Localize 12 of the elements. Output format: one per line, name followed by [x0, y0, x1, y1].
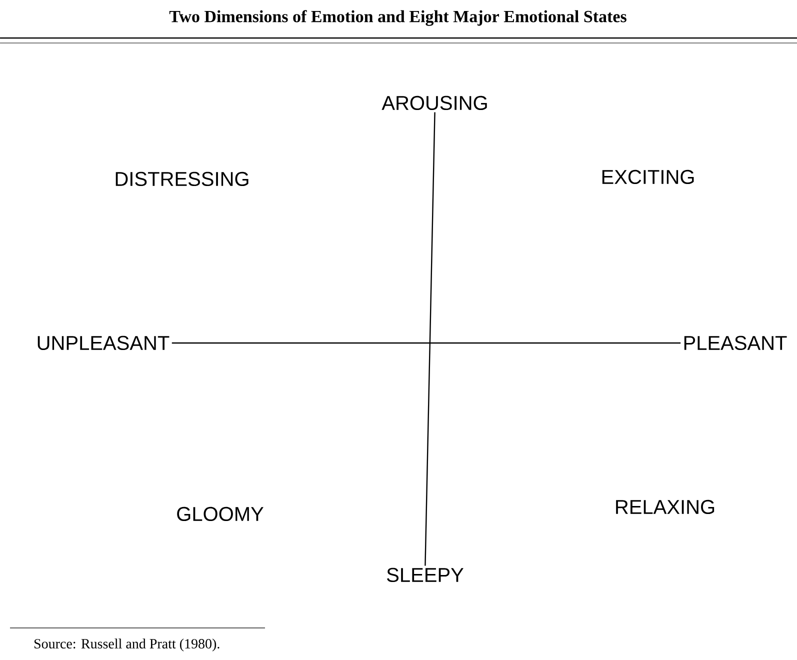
axis-line [424, 112, 436, 566]
title: Two Dimensions of Emotion and Eight Major Emotional States [169, 10, 626, 26]
axis-line [172, 342, 681, 344]
source-note: Source: Russell and Pratt (1980). [34, 638, 220, 652]
state-label: RELAXING [616, 500, 714, 514]
axis-label: UNPLEASANT [38, 336, 170, 350]
state-label: EXCITING [602, 170, 694, 184]
state-label: DISTRESSING [116, 172, 248, 186]
axis-label: PLEASANT [684, 336, 787, 350]
state-label: GLOOMY [177, 506, 264, 522]
axis-label: SLEEPY [387, 568, 464, 582]
axis-label: AROUSING [382, 96, 487, 110]
